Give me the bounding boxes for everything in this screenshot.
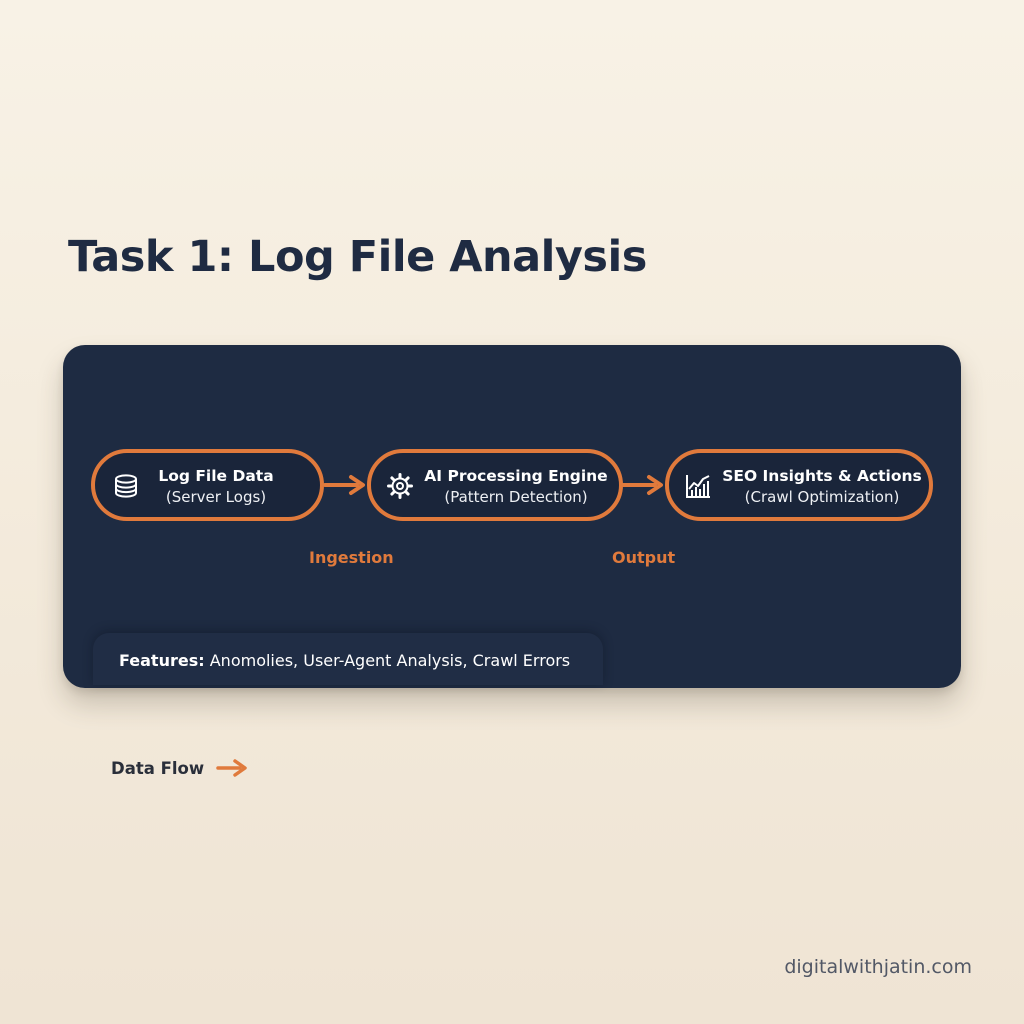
- flow-arrow-icon: [323, 475, 365, 495]
- legend: Data Flow: [111, 758, 248, 778]
- flow-arrow-icon: [621, 475, 663, 495]
- flow-label-ingestion: Ingestion: [309, 548, 394, 567]
- node-label: Log File Data: [158, 467, 274, 485]
- node-sublabel: (Server Logs): [165, 488, 267, 506]
- brand-watermark: digitalwithjatin.com: [784, 956, 972, 978]
- features-key: Features:: [119, 651, 205, 670]
- node-sublabel: (Crawl Optimization): [744, 488, 900, 506]
- features-bar: [93, 633, 603, 685]
- features-value: Anomolies, User-Agent Analysis, Crawl Er…: [209, 651, 571, 670]
- node-text: SEO Insights & Actions (Crawl Optimizati…: [721, 466, 923, 508]
- database-icon: [115, 474, 137, 498]
- arrow-right-icon: [216, 759, 247, 777]
- diagram-panel: Log File Data (Server Logs) AI Processin…: [63, 345, 961, 688]
- node-log-file-data: Log File Data (Server Logs): [91, 449, 324, 521]
- page-title: Task 1: Log File Analysis: [68, 232, 647, 282]
- gear-icon: [387, 473, 413, 499]
- node-sublabel: (Pattern Detection): [444, 488, 588, 506]
- features-text: Features: Anomolies, User-Agent Analysis…: [119, 651, 570, 670]
- node-text: Log File Data (Server Logs): [153, 466, 279, 508]
- node-label: SEO Insights & Actions: [722, 467, 922, 485]
- legend-label: Data Flow: [111, 758, 205, 778]
- node-text: AI Processing Engine (Pattern Detection): [423, 466, 609, 508]
- node-label: AI Processing Engine: [424, 467, 608, 485]
- node-ai-processing-engine: AI Processing Engine (Pattern Detection): [367, 449, 623, 521]
- flow-label-output: Output: [612, 548, 676, 567]
- chart-icon: [686, 475, 710, 498]
- node-seo-insights: SEO Insights & Actions (Crawl Optimizati…: [665, 449, 933, 521]
